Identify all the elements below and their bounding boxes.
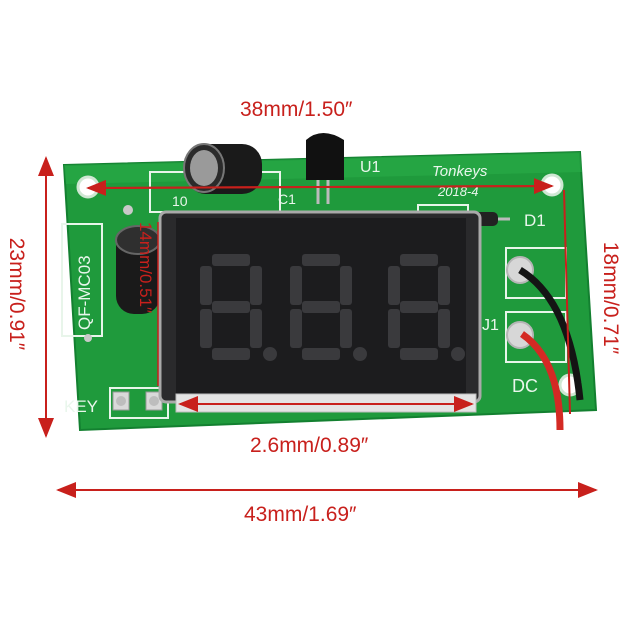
digit-segment <box>302 254 340 266</box>
digit-segment <box>212 301 250 313</box>
middle-bottom-dimension-label: 2.6mm/0.89″ <box>250 434 369 457</box>
top-dimension-label: 38mm/1.50″ <box>240 98 353 121</box>
transistor <box>306 133 344 204</box>
digit-segment <box>400 301 438 313</box>
red-wire <box>519 331 564 431</box>
mounting-hole <box>540 173 564 197</box>
digit-segment <box>212 254 250 266</box>
cap-text: 10 <box>172 193 188 209</box>
brand-text: Tonkeys <box>432 163 488 180</box>
decimal-point <box>353 347 367 361</box>
key-text: KEY <box>64 397 98 416</box>
black-wire <box>518 267 584 401</box>
digit-segment <box>302 348 340 360</box>
digit-segment <box>438 266 450 305</box>
bottom-dimension-label: 43mm/1.69″ <box>244 503 357 526</box>
digit-segment <box>200 309 212 348</box>
inner-vertical-dimension-label: 14mm/0.51″ <box>136 222 155 313</box>
display-digits <box>200 254 465 361</box>
capacitor-top <box>183 143 262 194</box>
digit-segment <box>438 309 450 348</box>
digit-segment <box>388 309 400 348</box>
date-text: 2018-4 <box>437 184 478 199</box>
digit-segment <box>302 301 340 313</box>
j1-text: J1 <box>482 317 499 334</box>
d1-text: D1 <box>524 211 546 230</box>
digit-segment <box>340 309 352 348</box>
dimension-lines <box>38 156 598 498</box>
digit-segment <box>400 254 438 266</box>
model-text: QF-MC03 <box>75 255 94 330</box>
dc-text: DC <box>512 376 538 396</box>
digit-segment <box>250 309 262 348</box>
decimal-point <box>263 347 277 361</box>
decimal-point <box>451 347 465 361</box>
digit-segment <box>290 309 302 348</box>
u1-text: U1 <box>360 159 381 176</box>
digit-segment <box>400 348 438 360</box>
c1-text: C1 <box>278 191 296 207</box>
digit-segment <box>200 266 212 305</box>
digit-segment <box>388 266 400 305</box>
capacitor-left <box>115 225 161 314</box>
digit-segment <box>340 266 352 305</box>
digit-segment <box>250 266 262 305</box>
digit-segment <box>290 266 302 305</box>
digit-segment <box>212 348 250 360</box>
